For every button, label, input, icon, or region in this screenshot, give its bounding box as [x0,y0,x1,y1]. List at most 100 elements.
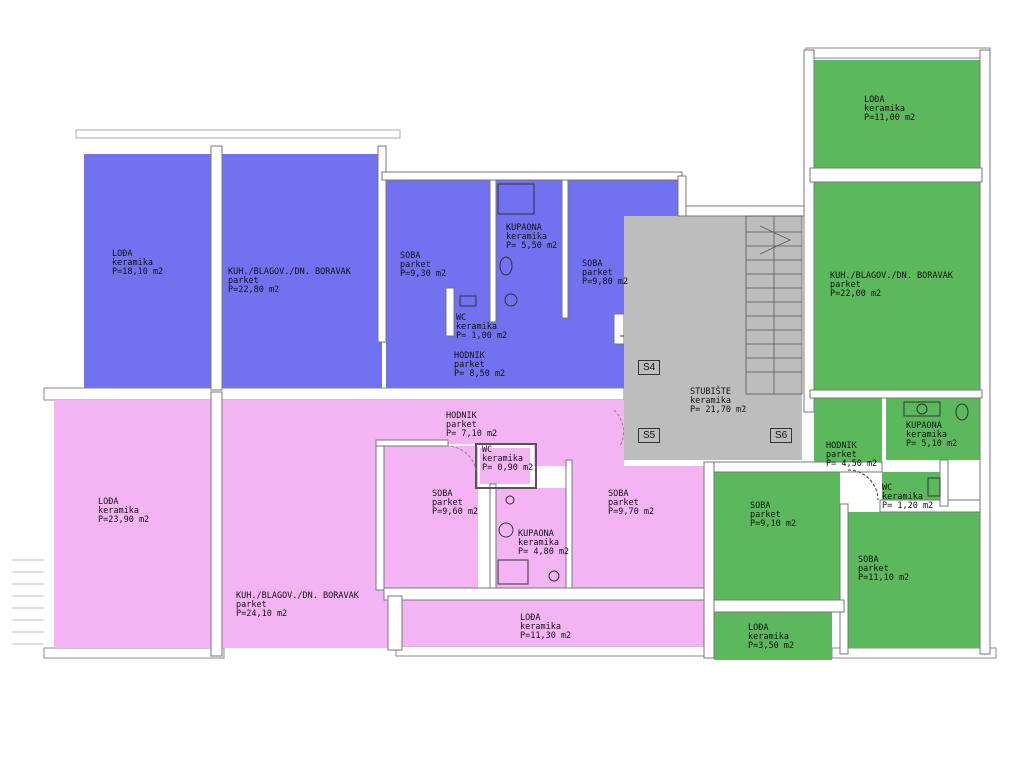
room-floor: parket [454,360,485,370]
room-loggia2-pink [402,600,704,646]
room-area: P= 4,50 m2 [826,459,878,469]
room-name: SOBA [858,555,879,565]
label-bathroom-pink: KUPAONA keramika P= 4,80 m2 [518,530,569,557]
label-living-green: KUH./BLAGOV./DN. BORAVAK parket P=22,00 … [830,272,953,299]
room-name: LOĐA [864,95,885,105]
room-area: P=22,80 m2 [228,285,280,295]
room-bathroom-green [886,398,980,460]
room-name: LOĐA [748,623,769,633]
room-floor: keramika [882,492,923,502]
label-bedroom1-blue: SOBA parket P=9,30 m2 [400,252,446,279]
room-area: P= 5,10 m2 [906,439,958,449]
label-bedroom2-green: SOBA parket P=11,10 m2 [858,556,909,583]
room-area: P=11,00 m2 [864,113,916,123]
room-name: KUPAONA [906,421,942,431]
room-area: P=24,10 m2 [236,609,288,619]
room-floor: parket [830,280,861,290]
room-living-green [814,182,980,392]
room-area: P=22,00 m2 [830,289,882,299]
room-hall2-pink [534,400,624,466]
stairwell-area [624,216,802,460]
room-hall-blue [386,314,624,388]
label-bedroom2-blue: SOBA parket P=9,80 m2 [582,260,628,287]
label-bathroom-green: KUPAONA keramika P= 5,10 m2 [906,422,957,449]
stair-steps [745,215,803,395]
room-living-pink [222,400,388,648]
room-floor: keramika [748,632,789,642]
room-name: HODNIK [454,351,485,361]
label-wc-blue: WC keramika P= 1,00 m2 [456,314,507,341]
room-bedroom2-green [846,512,980,648]
room-floor: keramika [906,430,947,440]
room-area: P=23,90 m2 [98,515,150,525]
room-floor: parket [228,276,259,286]
room-name: KUPAONA [518,529,554,539]
room-wc-pink [480,448,530,484]
label-loggia-green: LOĐA keramika P=11,00 m2 [864,96,915,123]
room-floor: parket [826,450,857,460]
room-area: P=18,10 m2 [112,267,164,277]
room-bedroom1-pink [384,446,478,588]
room-name: WC [482,445,493,455]
room-floor: keramika [506,232,547,242]
label-wc-green: WC keramika P= 1,20 m2 [882,484,933,511]
room-name: SOBA [400,251,421,261]
room-name: KUH./BLAGOV./DN. BORAVAK [236,591,359,601]
room-floor: keramika [864,104,905,114]
room-area: P=9,10 m2 [750,519,797,529]
tag-s4: S4 [638,360,661,375]
room-area: P=9,60 m2 [432,507,479,517]
apartment-green [703,49,991,660]
room-floor: keramika [518,538,559,548]
room-hall-green [814,398,882,472]
room-floor: parket [446,420,477,430]
label-loggia-pink: LOĐA keramika P=23,90 m2 [98,498,149,525]
room-area: P=9,80 m2 [582,277,629,287]
stairwell [624,175,807,460]
room-area: P= 21,70 m2 [690,405,747,415]
room-area: P= 5,50 m2 [506,241,558,251]
room-area: P= 4,80 m2 [518,547,570,557]
room-floor: parket [750,510,781,520]
apartment-blue [84,145,684,391]
label-loggia2-pink: LOĐA keramika P=11,30 m2 [520,614,571,641]
room-bedroom1-green [714,472,840,600]
room-name: LOĐA [112,249,133,259]
room-area: P= 7,10 m2 [446,429,498,439]
label-bedroom2-pink: SOBA parket P=9,70 m2 [608,490,654,517]
apartment-pink [54,391,715,657]
room-floor: keramika [456,322,497,332]
tag-s5: S5 [638,428,661,443]
label-living-blue: KUH./BLAGOV./DN. BORAVAK parket P=22,80 … [228,268,351,295]
room-name: WC [882,483,893,493]
exterior-steps [12,559,44,645]
room-area: P= 1,20 m2 [882,501,934,511]
room-name: KUH./BLAGOV./DN. BORAVAK [228,267,351,277]
room-loggia-blue [84,154,211,388]
room-area: P=11,30 m2 [520,631,572,641]
label-bedroom1-green: SOBA parket P=9,10 m2 [750,502,796,529]
label-wc-pink: WC keramika P= 0,90 m2 [482,446,533,473]
room-loggia2-green [714,612,832,660]
room-name: HODNIK [826,441,857,451]
label-hall-green: HODNIK parket P= 4,50 m2 [826,442,877,469]
label-living-pink: KUH./BLAGOV./DN. BORAVAK parket P=24,10 … [236,592,359,619]
room-area: P= 0,90 m2 [482,463,534,473]
room-floor: keramika [690,396,731,406]
room-name: SOBA [750,501,771,511]
room-area: P=3,50 m2 [748,641,795,651]
room-floor: parket [432,498,463,508]
room-area: P=9,30 m2 [400,269,447,279]
room-area: P=9,70 m2 [608,507,655,517]
room-name: SOBA [582,259,603,269]
room-bedroom2-pink [572,466,704,588]
label-bathroom-blue: KUPAONA keramika P= 5,50 m2 [506,224,557,251]
walls [43,47,997,659]
room-living-blue [222,154,382,388]
room-area: P= 8,50 m2 [454,369,506,379]
room-floor: keramika [520,622,561,632]
label-bedroom1-pink: SOBA parket P=9,60 m2 [432,490,478,517]
room-name: STUBIŠTE [690,387,731,397]
